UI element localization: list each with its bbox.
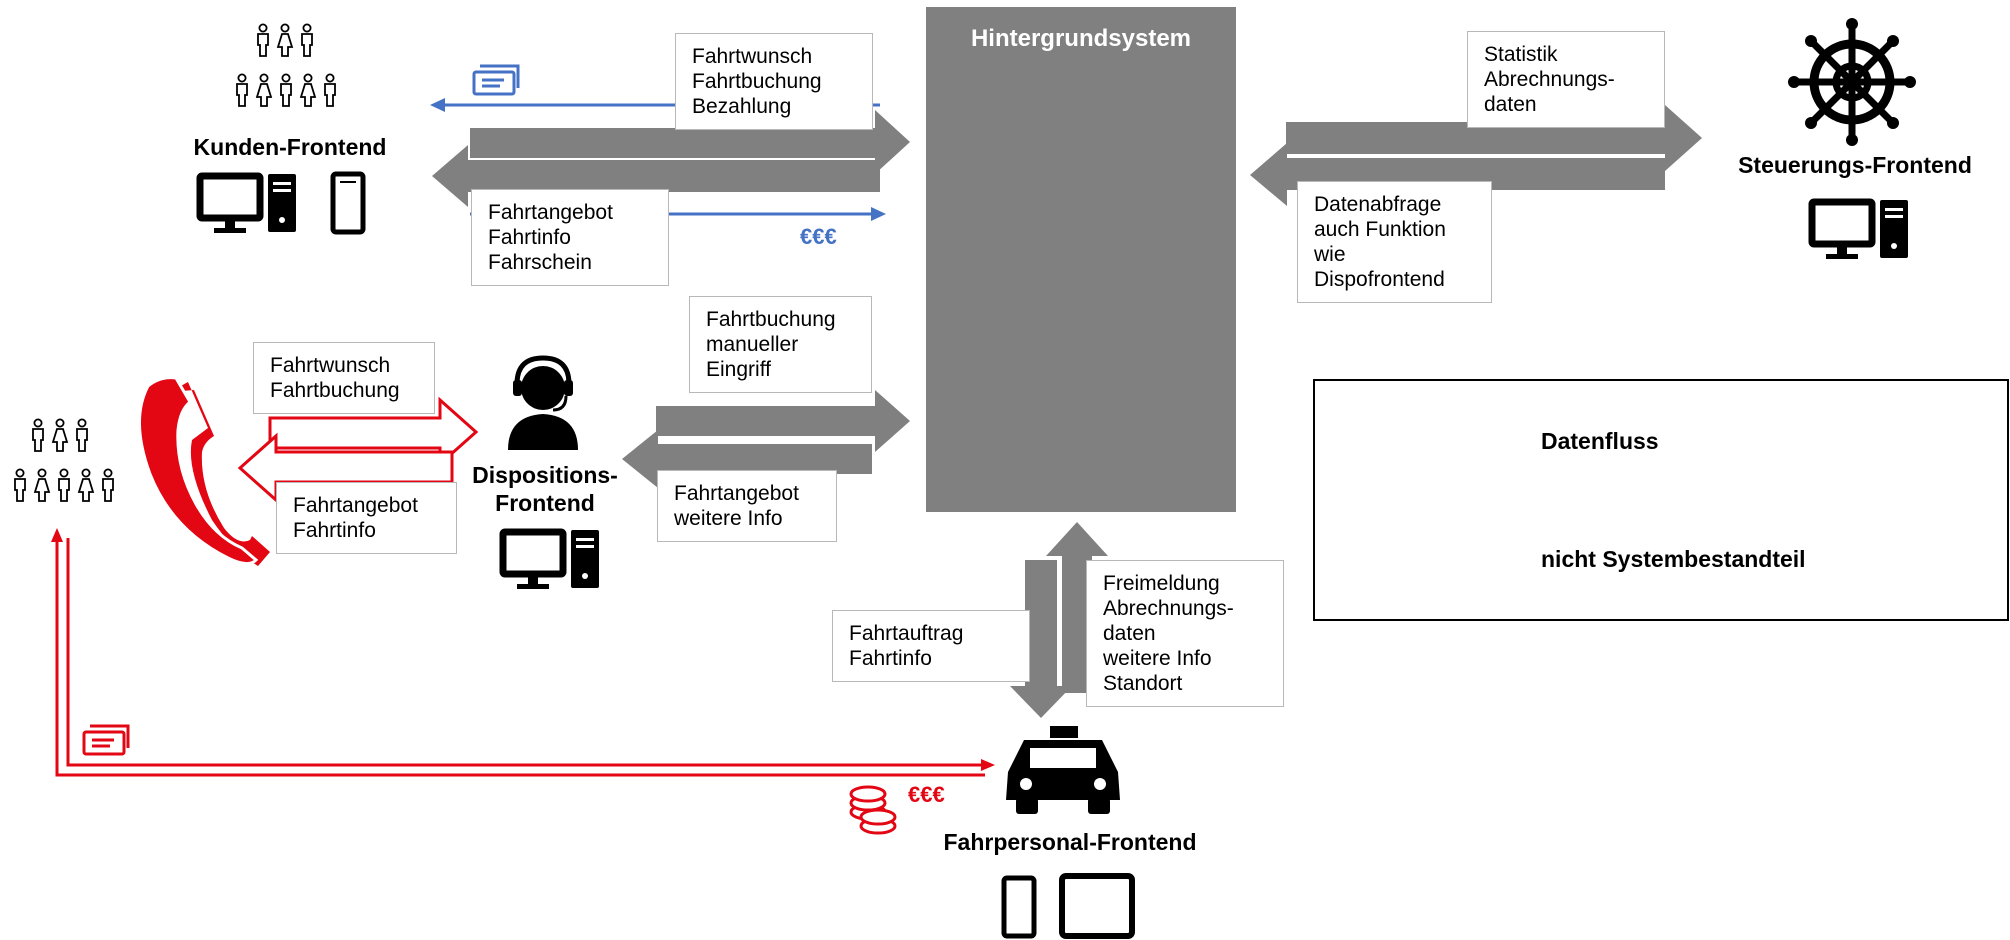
phone-in-label: Fahrtangebot Fahrtinfo	[276, 482, 457, 554]
control-out-label: Statistik Abrechnungs- daten	[1467, 31, 1665, 128]
label-line: Abrechnungs-	[1484, 68, 1615, 91]
legend-dataflow-label: Datenfluss	[1541, 428, 1659, 454]
red-ticket-icon	[82, 724, 130, 756]
label-line: Eingriff	[706, 358, 771, 381]
ticket-icon	[472, 64, 520, 96]
label-line: Fahrtbuchung	[692, 70, 822, 93]
driver-out-label: Freimeldung Abrechnungs- daten weitere I…	[1086, 560, 1284, 707]
ticket-delivery-arrowhead	[430, 98, 445, 112]
phone-to-dispatch-arrow	[268, 396, 479, 468]
label-line: Fahrtwunsch	[692, 45, 813, 68]
control-frontend-title: Steuerungs-Frontend	[1738, 152, 1972, 178]
control-to-system-arrow	[1250, 143, 1665, 206]
dispatch-out-label: Fahrtbuchung manueller Eingriff	[689, 296, 872, 393]
label-line: Bezahlung	[692, 95, 792, 118]
desktop-computer-icon	[200, 174, 296, 233]
label-line: auch Funktion	[1314, 218, 1446, 241]
label-line: Freimeldung	[1103, 572, 1220, 595]
customer-out-label: Fahrtwunsch Fahrtbuchung Bezahlung	[675, 33, 873, 130]
dispatch-frontend-title: Dispositions- Frontend	[455, 461, 635, 517]
label-line: weitere Info	[674, 507, 783, 530]
people-group-icon	[236, 23, 336, 107]
dispatch-frontend-title-line1: Dispositions-	[472, 462, 618, 488]
driver-payment-euro: €€€	[908, 782, 945, 807]
label-line: Fahrtangebot	[488, 201, 613, 224]
external-path-outer	[55, 538, 985, 777]
label-line: Fahrtangebot	[293, 494, 418, 517]
label-line: Dispofrontend	[1314, 268, 1445, 291]
dispatch-in-label: Fahrtangebot weitere Info	[657, 470, 837, 542]
dispatch-to-system-arrow	[656, 390, 910, 452]
label-line: Fahrtwunsch	[270, 354, 391, 377]
label-line: Fahrtangebot	[674, 482, 799, 505]
external-people-group-icon	[14, 418, 114, 502]
coins-icon	[849, 785, 897, 835]
label-line: Fahrtauftrag	[849, 622, 964, 645]
taxi-icon	[1006, 726, 1120, 814]
control-desktop-icon	[1812, 200, 1908, 259]
label-line: Fahrtbuchung	[706, 308, 836, 331]
dispatch-frontend-title-line2: Frontend	[495, 490, 595, 516]
label-line: Abrechnungs-	[1103, 597, 1234, 620]
phone-out-label: Fahrtwunsch Fahrtbuchung	[253, 342, 435, 414]
driver-to-system-arrow-body	[1046, 522, 1108, 693]
label-line: daten	[1484, 93, 1537, 116]
system-to-control-arrow	[1286, 105, 1702, 171]
driver-smartphone-icon	[1001, 875, 1037, 939]
legend-not-system-label: nicht Systembestandteil	[1541, 546, 1806, 572]
label-line: wie	[1314, 243, 1346, 266]
label-line: Standort	[1103, 672, 1183, 695]
payment-arrowhead	[871, 207, 886, 221]
label-line: Fahrschein	[488, 251, 592, 274]
smartphone-icon	[330, 171, 366, 235]
ship-wheel-icon	[1788, 18, 1916, 146]
background-system-block	[926, 7, 1236, 512]
label-line: Fahrtinfo	[488, 226, 571, 249]
label-line: weitere Info	[1103, 647, 1212, 670]
label-line: Fahrtinfo	[293, 519, 376, 542]
legend-box	[1313, 379, 2009, 621]
label-line: Datenabfrage	[1314, 193, 1442, 216]
customer-payment-euro: €€€	[800, 224, 837, 249]
driver-frontend-title: Fahrpersonal-Frontend	[943, 829, 1197, 855]
external-path-up-arrowhead	[51, 528, 63, 542]
driver-in-label: Fahrtauftrag Fahrtinfo	[832, 610, 1030, 682]
dispatch-desktop-icon	[503, 530, 599, 589]
background-system-title: Hintergrundsystem	[971, 25, 1191, 52]
control-in-label: Datenabfrage auch Funktion wie Dispofron…	[1297, 181, 1492, 303]
customer-frontend-title: Kunden-Frontend	[193, 134, 387, 160]
tablet-icon	[1059, 873, 1135, 939]
customer-in-label: Fahrtangebot Fahrtinfo Fahrschein	[471, 189, 669, 286]
customer-to-system-arrow	[470, 110, 910, 174]
label-line: Fahrtinfo	[849, 647, 932, 670]
external-path-right-arrowhead	[981, 759, 995, 771]
label-line: daten	[1103, 622, 1156, 645]
label-line: manueller	[706, 333, 799, 356]
label-line: Statistik	[1484, 43, 1558, 66]
external-path-inner	[66, 538, 985, 767]
label-line: Fahrtbuchung	[270, 379, 400, 402]
headset-operator-icon	[508, 355, 578, 450]
telephone-icon	[138, 376, 270, 566]
